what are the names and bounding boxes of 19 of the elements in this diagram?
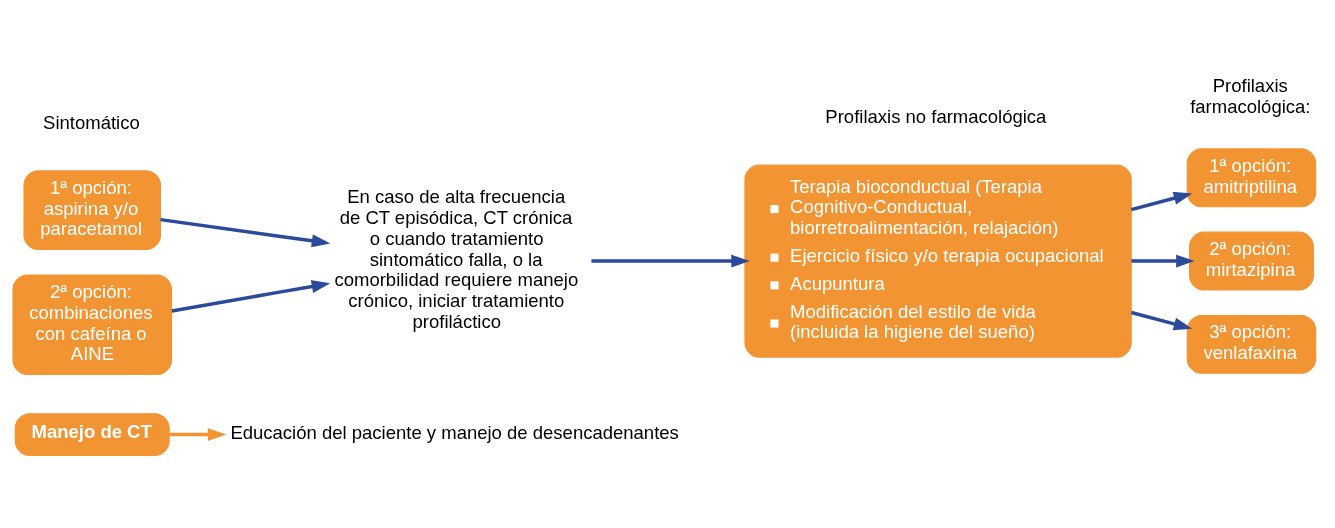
arrow [171,280,331,313]
label: Sintomático [43,112,140,134]
node-box: 1ª opción: aspirina y/o paracetamol [23,170,161,251]
label: Profilaxis farmacológica: [1190,75,1311,117]
arrow [1130,310,1193,331]
arrow [1130,191,1193,212]
node-box: 3ª opción: venlafaxina [1186,314,1317,374]
node-text: Educación del paciente y manejo de desencadenantes [230,421,679,443]
label: Profilaxis no farmacológica [825,106,1047,128]
arrow [169,428,227,442]
node-text: En caso de alta frecuencia de CT episódica, CT crónica o cuando tratamiento sintomático falla, o la comorbilidad requiere manejo crónico, iniciar tratamiento profiláctico [334,186,579,332]
node-box: 1ª opción: amitriptilina [1186,148,1317,208]
node-box: Manejo de CT [14,413,170,456]
arrow [160,217,331,248]
node-box: 2ª opción: mirtazipina [1189,231,1314,291]
node-box: 2ª opción: combinaciones con cafeína o AINE [12,274,172,375]
arrow [591,254,750,268]
node-box: Terapia bioconductual (Terapia Cognitivo-Conductual, biorretroalimentación, relajación) Ejercicio físico y/o terapia ocupacional Acupuntura Modificación del estilo de vida (incluida la higiene del sueño) [744,164,1132,358]
arrow [1131,254,1195,268]
